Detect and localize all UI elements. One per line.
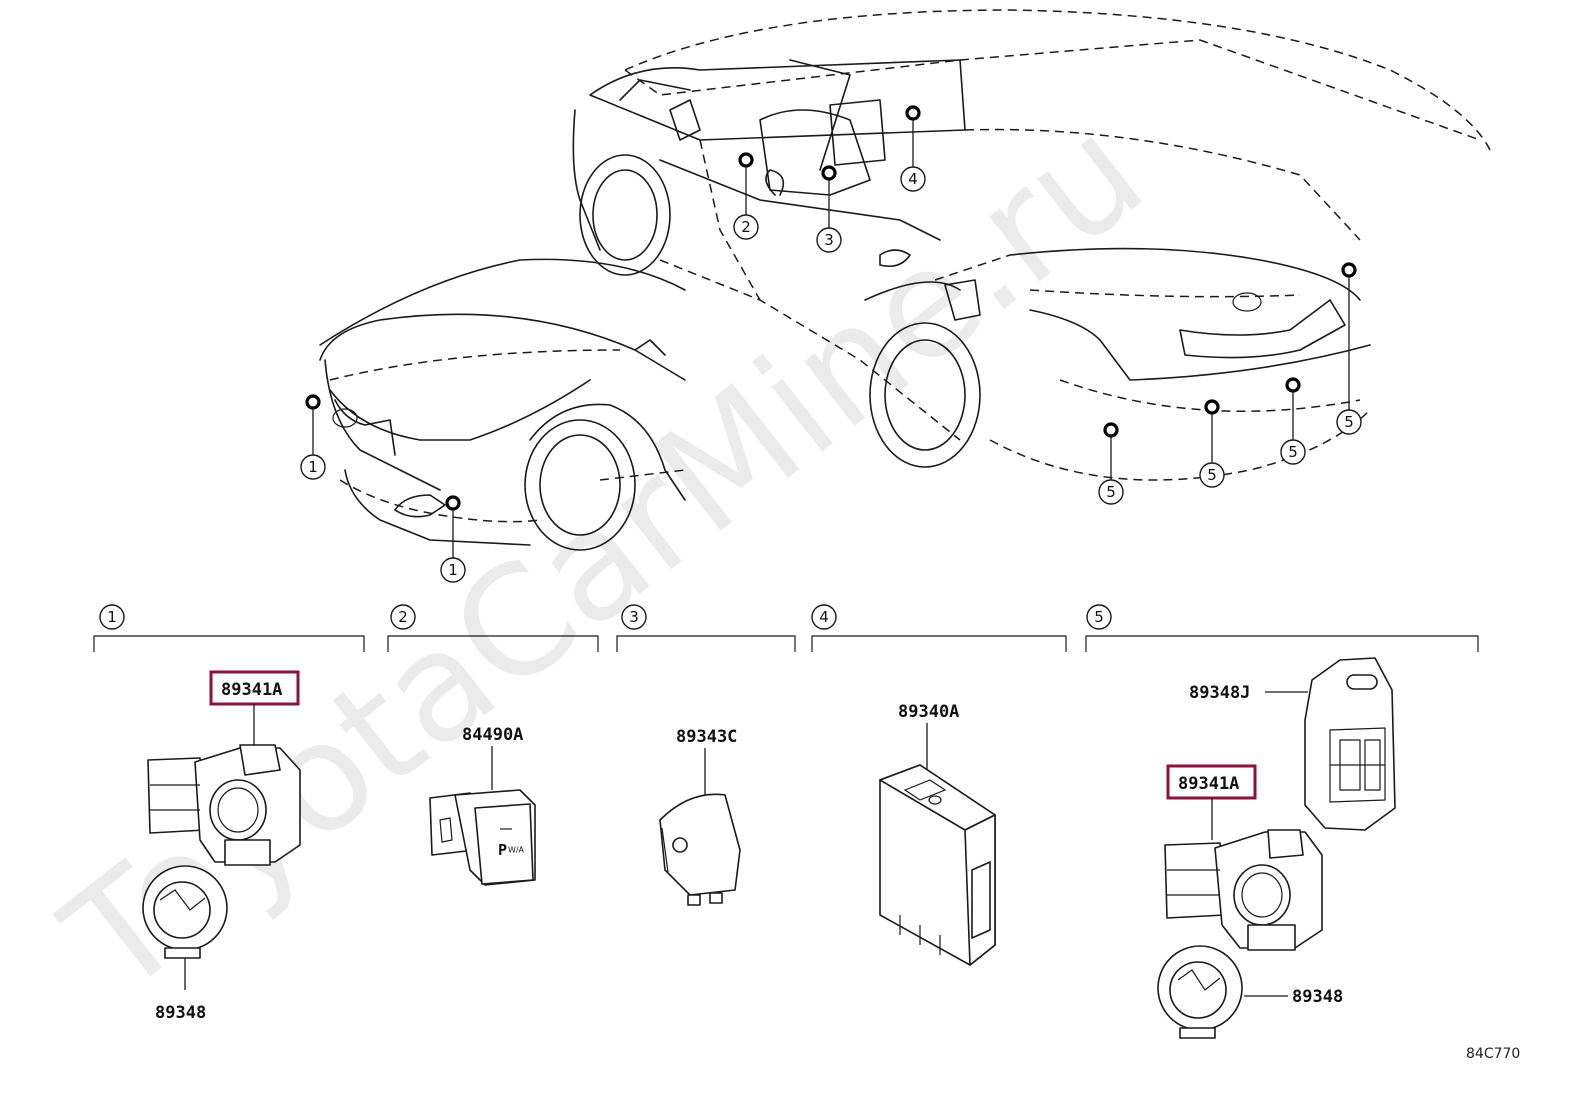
part-number-89340A[interactable]: 89340A <box>898 702 959 722</box>
svg-text:1: 1 <box>448 561 458 579</box>
group-header-5: 5 <box>1085 604 1479 652</box>
parking-assist-ecu-icon <box>879 764 996 966</box>
part-number-89341A-g1[interactable]: 89341A <box>221 680 282 700</box>
svg-text:4: 4 <box>819 608 829 626</box>
group-header-4: 4 <box>811 604 1067 652</box>
group-1-parts: 89341A 89348 <box>142 670 301 1023</box>
car-front-view <box>319 258 686 551</box>
svg-text:2: 2 <box>398 608 408 626</box>
marker-5d <box>1341 262 1357 278</box>
svg-text:3: 3 <box>629 608 639 626</box>
location-callouts: 1 1 2 3 4 5 5 5 5 <box>300 166 1362 583</box>
callout-2: 2 <box>733 214 759 240</box>
sensor-holder-icon <box>1304 657 1396 831</box>
group-5-parts: 89348J 89341A 89 <box>1157 657 1396 1039</box>
svg-text:5: 5 <box>1094 608 1104 626</box>
svg-text:2: 2 <box>741 218 751 236</box>
callout-5d: 5 <box>1336 409 1362 435</box>
svg-text:5: 5 <box>1288 443 1298 461</box>
svg-text:5: 5 <box>1344 413 1354 431</box>
svg-text:4: 4 <box>908 170 918 188</box>
svg-text:1: 1 <box>308 458 318 476</box>
buzzer-icon <box>659 793 741 906</box>
ultrasonic-sensor-icon <box>147 744 301 866</box>
svg-text:5: 5 <box>1106 483 1116 501</box>
sensor-retainer-icon <box>142 865 228 959</box>
parking-assist-switch-icon: P W/A <box>429 789 536 886</box>
callout-4: 4 <box>900 166 926 192</box>
svg-text:5: 5 <box>1207 466 1217 484</box>
svg-text:1: 1 <box>107 608 117 626</box>
group-header-2: 2 <box>387 604 599 652</box>
part-number-89348J[interactable]: 89348J <box>1189 683 1250 703</box>
marker-3 <box>821 165 837 181</box>
part-number-89348-g1[interactable]: 89348 <box>155 1003 206 1023</box>
callout-3: 3 <box>816 227 842 253</box>
ultrasonic-sensor-icon <box>1164 829 1323 951</box>
callout-1a: 1 <box>300 454 326 480</box>
marker-2 <box>738 152 754 168</box>
svg-text:P: P <box>498 841 507 859</box>
group-3-parts: 89343C <box>659 727 741 906</box>
part-number-89341A-g5[interactable]: 89341A <box>1178 774 1239 794</box>
group-headers: 1 2 3 4 5 <box>93 604 1479 652</box>
marker-5b <box>1204 399 1220 415</box>
marker-1a <box>305 394 321 410</box>
marker-1b <box>445 495 461 511</box>
callout-1b: 1 <box>440 557 466 583</box>
group-4-parts: 89340A <box>879 702 996 966</box>
marker-5a <box>1103 422 1119 438</box>
callout-5b: 5 <box>1199 462 1225 488</box>
sensor-retainer-icon <box>1157 945 1243 1039</box>
group-header-3: 3 <box>616 604 796 652</box>
marker-4 <box>905 105 921 121</box>
group-header-1: 1 <box>93 604 365 652</box>
location-markers <box>305 105 1357 558</box>
callout-5a: 5 <box>1098 479 1124 505</box>
part-number-89348-g5[interactable]: 89348 <box>1292 987 1343 1007</box>
part-number-89343C[interactable]: 89343C <box>676 727 737 747</box>
figure-code: 84C770 <box>1466 1046 1520 1062</box>
svg-text:3: 3 <box>824 231 834 249</box>
svg-text:W/A: W/A <box>508 846 525 855</box>
callout-5c: 5 <box>1280 439 1306 465</box>
group-2-parts: 84490A P W/A <box>429 725 536 886</box>
part-number-84490A[interactable]: 84490A <box>462 725 523 745</box>
marker-5c <box>1285 377 1301 393</box>
